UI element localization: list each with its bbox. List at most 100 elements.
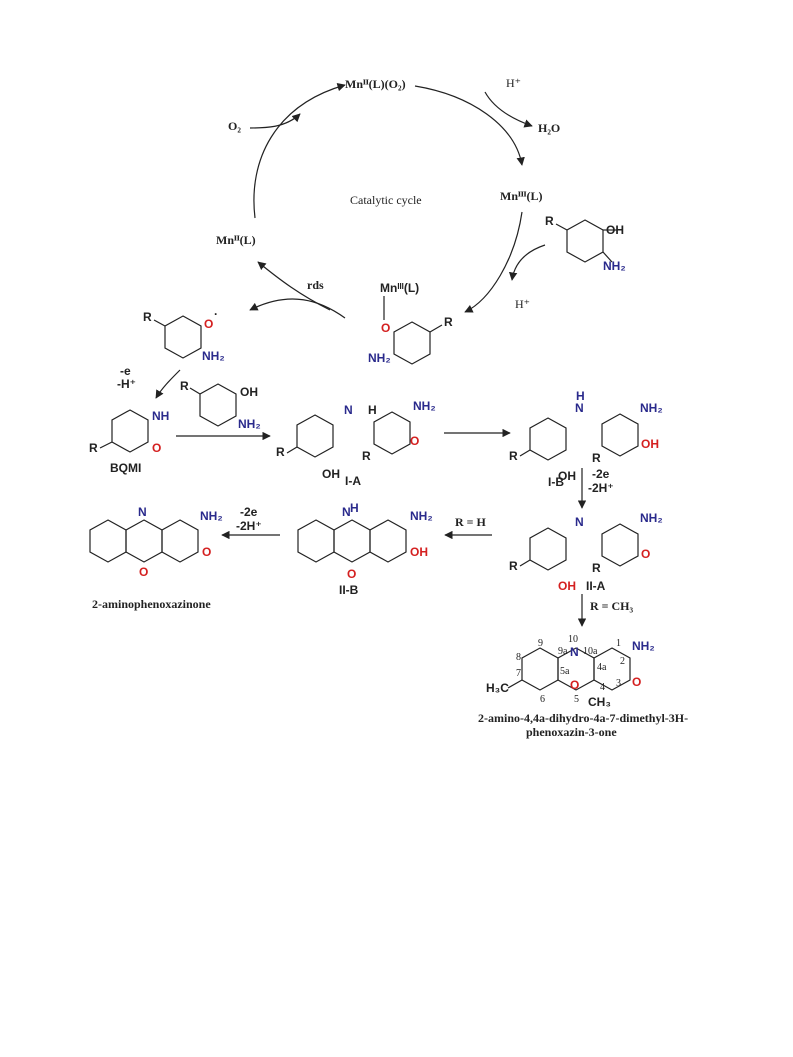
cycle-arrow-top-right — [414, 85, 525, 166]
atom-r: R — [509, 559, 518, 573]
num-9a: 9a — [558, 646, 568, 657]
label-product2-line1: 2-amino-4,4a-dihydro-4a-7-dimethyl-3H- — [478, 711, 688, 725]
atom-nh2: NH₂ — [238, 417, 261, 431]
cycle-arrow-o2-in — [249, 113, 301, 129]
num-5: 5 — [574, 694, 579, 705]
num-6: 6 — [540, 694, 545, 705]
label-ia: I-A — [345, 474, 361, 488]
atom-o: O — [632, 675, 641, 689]
product-dihydro-phenoxazinone: H₃C N O NH₂ O CH₃ 10 1 2 3 4 4a 10a 9a 9… — [478, 634, 688, 739]
atom-o: O — [152, 441, 161, 455]
radical-dot: · — [214, 307, 218, 321]
atom-nh2: NH₂ — [603, 259, 626, 273]
atom-h: H — [350, 501, 359, 515]
step-minus-2h-b: -2H⁺ — [588, 481, 614, 495]
label-iib: II-B — [339, 583, 359, 597]
intermediate-ib: R N H NH₂ OH R OH — [509, 389, 663, 483]
mn3-label: Mnᴵᴵᴵ(L) — [500, 189, 543, 203]
intermediate-iib: N H O NH₂ OH II-B — [297, 501, 433, 597]
num-5a: 5a — [560, 666, 570, 677]
num-8: 8 — [516, 652, 521, 663]
atom-o: O — [381, 321, 390, 335]
atom-nh2: NH₂ — [640, 401, 663, 415]
atom-o: O — [347, 567, 356, 581]
atom-nh: NH — [152, 409, 169, 423]
h-plus-low: H⁺ — [515, 297, 530, 311]
label-ib-text: I-B — [548, 475, 564, 489]
atom-r: R — [180, 379, 189, 393]
step-minus-h: -H⁺ — [117, 377, 136, 391]
atom-o: O — [202, 545, 211, 559]
atom-o: O — [641, 547, 650, 561]
atom-nh2: NH₂ — [202, 349, 225, 363]
bqmi-structure: R NH O BQMI — [89, 409, 169, 475]
atom-oh: OH — [558, 469, 576, 483]
atom-nh2: NH₂ — [632, 639, 655, 653]
atom-nh2: NH₂ — [368, 351, 391, 365]
atom-h3c: H₃C — [486, 681, 509, 695]
atom-oh: OH — [240, 385, 258, 399]
atom-nh2: NH₂ — [410, 509, 433, 523]
num-10a: 10a — [583, 646, 598, 657]
atom-n: N — [570, 645, 579, 659]
atom-n: N — [575, 401, 584, 415]
intermediate-iia: R N NH₂ O R OH II-A — [509, 511, 663, 593]
intermediate-ia: R N H NH₂ O R OH I-A — [276, 399, 436, 488]
atom-n: N — [342, 505, 351, 519]
atom-r: R — [276, 445, 285, 459]
num-3: 3 — [616, 678, 621, 689]
num-9: 9 — [538, 638, 543, 649]
cycle-center-label: Catalytic cycle — [350, 193, 422, 207]
atom-r: R — [545, 214, 554, 228]
product-aminophenoxazinone: N O NH₂ O 2-aminophenoxazinone — [89, 505, 223, 611]
atom-r: R — [509, 449, 518, 463]
num-1: 1 — [616, 638, 621, 649]
label-product1: 2-aminophenoxazinone — [92, 597, 211, 611]
num-7: 7 — [516, 668, 521, 679]
complex-mn-label: Mnᴵᴵᴵ(L) — [380, 281, 419, 295]
atom-oh: OH — [558, 579, 576, 593]
mn2-label: Mnᴵᴵ(L) — [216, 233, 256, 247]
label-bqmi: BQMI — [110, 461, 141, 475]
num-4: 4 — [600, 682, 605, 693]
atom-ch3: CH₃ — [588, 695, 611, 709]
atom-o: O — [204, 317, 213, 331]
atom-n: N — [344, 403, 353, 417]
atom-oh: OH — [410, 545, 428, 559]
label-iia: II-A — [586, 579, 606, 593]
atom-o: O — [410, 434, 419, 448]
mn3-phenolate-complex: Mnᴵᴵᴵ(L) O R NH₂ — [368, 281, 453, 365]
mn2-o2-label: Mnᴵᴵ(L)(O₂) — [345, 77, 406, 91]
atom-n: N — [575, 515, 584, 529]
atom-h: H — [368, 403, 377, 417]
label-product2-line2: phenoxazin-3-one — [526, 725, 617, 739]
atom-oh: OH — [322, 467, 340, 481]
atom-nh2: NH₂ — [413, 399, 436, 413]
atom-o: O — [139, 565, 148, 579]
substrate-aminophenol-right: R OH NH₂ — [545, 214, 626, 273]
num-4a: 4a — [597, 662, 607, 673]
cycle-arrow-water — [484, 91, 533, 128]
cycle-arrow-left-up — [253, 83, 346, 219]
step-minus-2e-b: -2e — [592, 467, 610, 481]
water-label: H₂O — [538, 121, 560, 135]
step-minus-e: -e — [120, 364, 131, 378]
cycle-arrow-bottom-left — [257, 261, 331, 311]
atom-r: R — [444, 315, 453, 329]
step-minus-2h-c: -2H⁺ — [236, 519, 262, 533]
atom-r: R — [362, 449, 371, 463]
step-minus-2e-c: -2e — [240, 505, 258, 519]
rds-label: rds — [307, 278, 324, 292]
atom-h: H — [576, 389, 585, 403]
substrate-aminophenol-center: R OH NH₂ — [180, 379, 261, 431]
atom-r: R — [143, 310, 152, 324]
arrow-oxidation1 — [155, 369, 181, 399]
atom-r: R — [592, 451, 601, 465]
atom-oh: OH — [606, 223, 624, 237]
step-r-h: R = H — [455, 515, 487, 529]
atom-oh: OH — [641, 437, 659, 451]
cycle-arrow-substrate-in — [508, 244, 546, 281]
o2-label: O₂ — [228, 119, 241, 133]
num-10: 10 — [568, 634, 578, 645]
